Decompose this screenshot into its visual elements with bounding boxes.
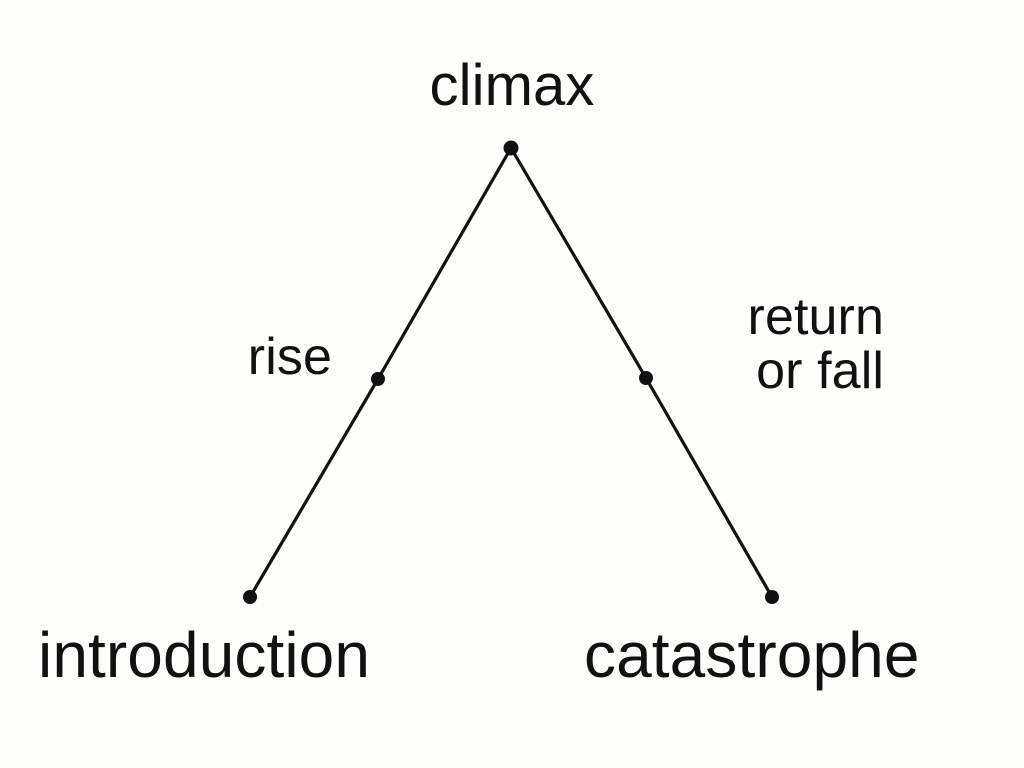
label-rise: rise (247, 328, 332, 386)
vertex-marker-climax (503, 140, 519, 156)
vertex-marker-return-or-fall (639, 371, 653, 385)
label-return-line-1: return (747, 288, 884, 346)
vertex-marker-rise (371, 372, 385, 386)
label-introduction: introduction (38, 619, 371, 691)
label-catastrophe: catastrophe (584, 619, 920, 691)
vertex-marker-introduction (243, 590, 257, 604)
label-return-line-2: or fall (756, 342, 884, 401)
vertex-marker-catastrophe (765, 590, 779, 604)
label-climax: climax (429, 53, 595, 118)
